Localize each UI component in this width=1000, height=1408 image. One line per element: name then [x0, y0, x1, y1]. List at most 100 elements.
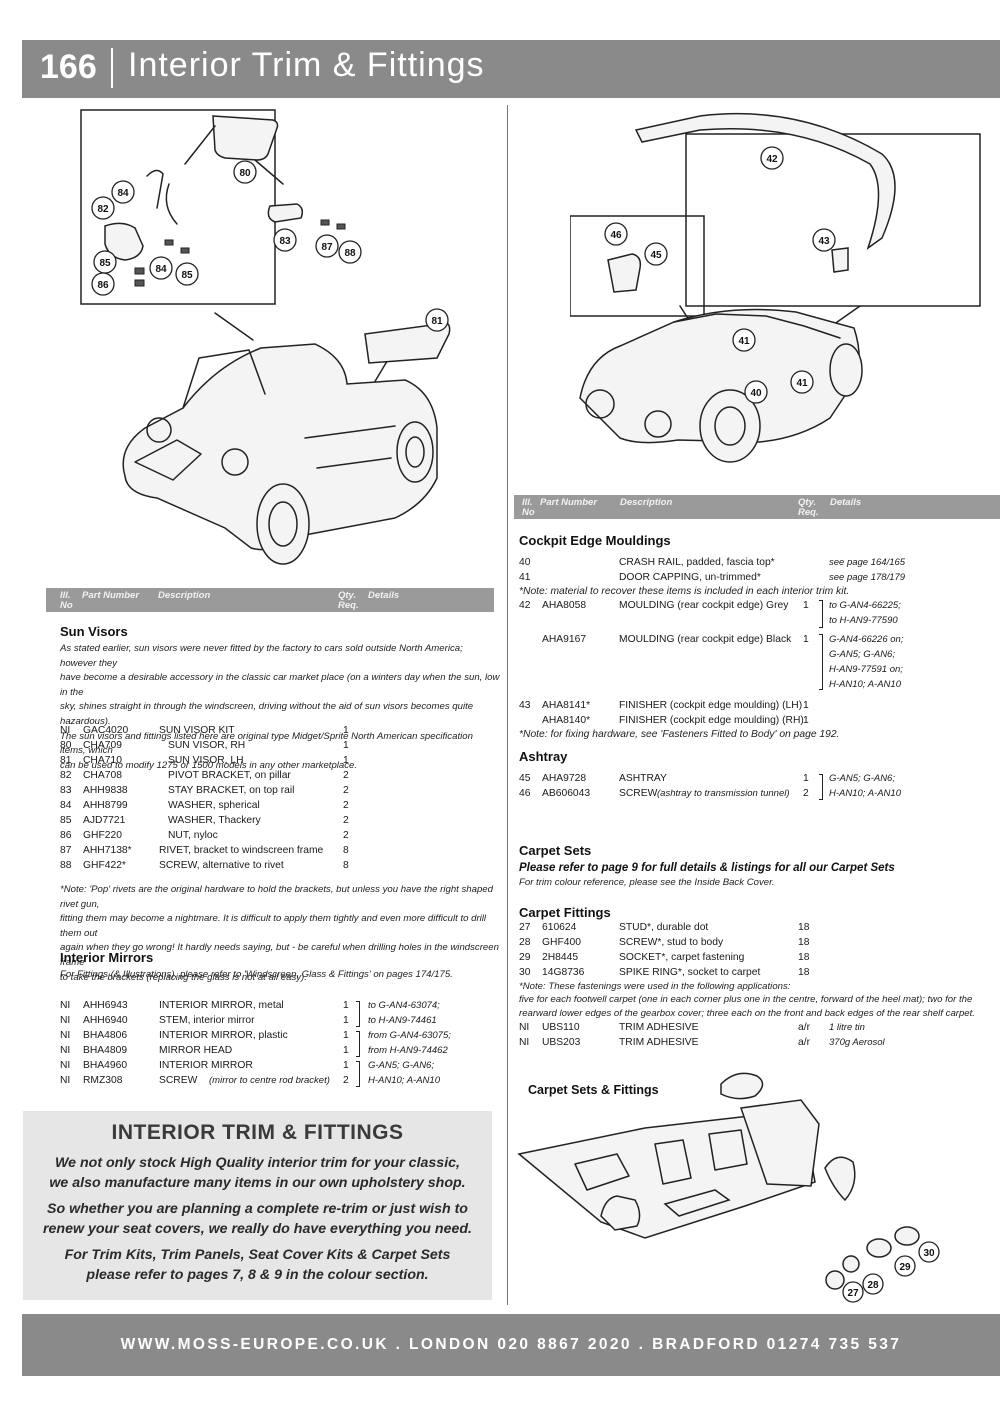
- cockpit-title: Cockpit Edge Mouldings: [519, 533, 671, 548]
- th-qty: Qty.: [338, 590, 357, 601]
- callout-86: 86: [91, 272, 115, 296]
- sun-visors-section: Sun Visors As stated earlier, sun visors…: [60, 624, 500, 773]
- svg-text:87: 87: [321, 242, 333, 253]
- svg-text:42: 42: [766, 154, 778, 165]
- svg-text:41: 41: [796, 378, 808, 389]
- cockpit-brace-2: [819, 634, 823, 690]
- header-band: [22, 40, 1000, 98]
- sun-visors-title: Sun Visors: [60, 624, 128, 639]
- th-req: Req.: [798, 507, 819, 518]
- interior-mirrors-title: Interior Mirrors: [60, 950, 154, 965]
- svg-text:83: 83: [279, 236, 291, 247]
- footer-contact: WWW.MOSS-EUROPE.CO.UK . LONDON 020 8867 …: [120, 1336, 902, 1353]
- right-table-header: Ill. No Part Number Description Qty. Req…: [514, 495, 1000, 519]
- carpet-sets-title: Carpet Sets: [519, 843, 592, 858]
- callout-82: 82: [91, 196, 115, 220]
- svg-text:84: 84: [117, 188, 129, 199]
- svg-text:82: 82: [97, 204, 109, 215]
- carpet-sets-note: For trim colour reference, please see th…: [519, 877, 775, 888]
- callout-41b: 41: [790, 370, 814, 394]
- callout-29: 29: [894, 1255, 916, 1277]
- th-no: No: [522, 507, 535, 518]
- th-ill: Ill.: [522, 497, 533, 508]
- svg-text:28: 28: [867, 1280, 879, 1291]
- cockpit-illustration: 42 46 45 43 41 40 41: [570, 112, 981, 463]
- callout-81: 81: [425, 308, 449, 332]
- callout-84a: 84: [111, 180, 135, 204]
- header-separator: [111, 48, 113, 88]
- interior-mirrors-section: Interior Mirrors For Fittings (& Illustr…: [60, 950, 500, 983]
- svg-text:86: 86: [97, 280, 109, 291]
- stud-27: [825, 1270, 845, 1290]
- svg-text:40: 40: [750, 388, 762, 399]
- interior-mirrors-intro: For Fittings (& Illustrations), please r…: [60, 969, 453, 980]
- svg-text:80: 80: [239, 168, 251, 179]
- cockpit-section: Cockpit Edge Mouldings: [519, 533, 989, 551]
- callout-30: 30: [918, 1241, 940, 1263]
- svg-text:46: 46: [610, 230, 622, 241]
- moulding-detail-box: [685, 133, 981, 307]
- svg-text:30: 30: [923, 1248, 935, 1259]
- callout-40: 40: [744, 380, 768, 404]
- callout-87: 87: [315, 234, 339, 258]
- sun-visor-illustration: 80 84 82 83 87 88 85 84 85 86 81: [80, 109, 451, 565]
- th-details: Details: [830, 497, 862, 508]
- svg-text:41: 41: [738, 336, 750, 347]
- callout-84b: 84: [149, 256, 173, 280]
- callout-46: 46: [604, 222, 628, 246]
- callout-83: 83: [273, 228, 297, 252]
- carpet-fittings-title: Carpet Fittings: [519, 905, 611, 920]
- table-row: H-AN10; A-AN10: [829, 679, 901, 690]
- car-body: [122, 343, 438, 551]
- table-row: G-AN5; G-AN6;: [829, 649, 895, 660]
- cockpit-brace-1: [819, 600, 823, 628]
- callout-42: 42: [760, 146, 784, 170]
- promo-title: INTERIOR TRIM & FITTINGS: [111, 1121, 404, 1144]
- ashtray-part: [607, 253, 642, 293]
- ashtray-title: Ashtray: [519, 749, 568, 764]
- svg-text:45: 45: [650, 250, 662, 261]
- ashtray-brace: [819, 774, 823, 800]
- svg-text:29: 29: [899, 1262, 911, 1273]
- ashtray-section: Ashtray: [519, 749, 989, 767]
- th-description: Description: [158, 590, 211, 601]
- callout-27: 27: [842, 1281, 864, 1303]
- callout-28: 28: [862, 1273, 884, 1295]
- rear-carpet: [739, 1099, 820, 1187]
- th-part-number: Part Number: [540, 497, 598, 508]
- stay-bracket: [267, 203, 304, 223]
- mirror-brace-1: [356, 1001, 360, 1027]
- th-qty: Qty.: [798, 497, 817, 508]
- carpet-illustration: 30 29 28 27: [517, 1072, 940, 1303]
- svg-text:81: 81: [431, 316, 443, 327]
- spike-ring-30: [894, 1226, 920, 1246]
- promo-text-stock: We not only stock High Quality interior …: [49, 1155, 466, 1191]
- table-row: to H-AN9-77590: [829, 615, 898, 626]
- sun-visors-note: *Note: 'Pop' rivets are the original har…: [60, 884, 499, 983]
- callout-43: 43: [812, 228, 836, 252]
- left-table-header: Ill. No Part Number Description Qty. Req…: [46, 588, 494, 612]
- cockpit-car-body: [579, 308, 861, 444]
